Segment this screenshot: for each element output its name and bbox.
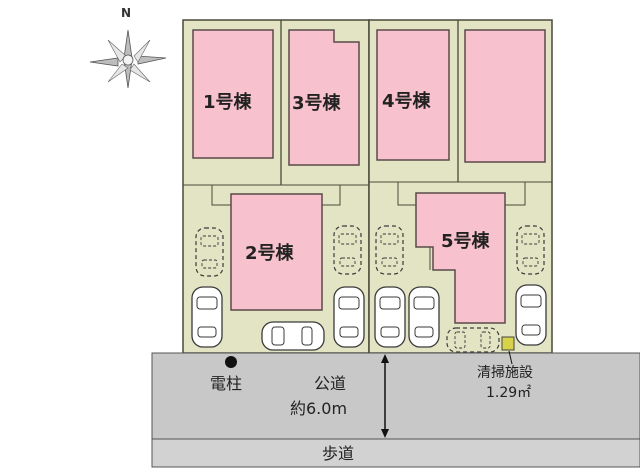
house-4-label: 4号棟 [382, 90, 432, 112]
house-2-footprint [230, 193, 323, 311]
north-label: N [121, 6, 131, 20]
house-2-label: 2号棟 [245, 242, 295, 264]
road-width-dimension [381, 354, 389, 438]
houses [192, 29, 546, 324]
utility-pole-icon [225, 356, 237, 368]
car-icon [374, 286, 406, 348]
trash-station-label: 清掃施設 [477, 364, 533, 381]
sidewalk [151, 438, 640, 468]
road-name-label: 公道 [314, 374, 346, 393]
trash-station-marker [501, 336, 515, 351]
road-width-label: 約6.0m [290, 399, 347, 418]
car-icon [191, 286, 223, 348]
house-5-footprint [415, 192, 506, 324]
trash-station-area: 1.29㎡ [486, 385, 531, 401]
car-outline-icon [333, 225, 362, 275]
trash-station-leader [508, 350, 513, 365]
public-road [151, 352, 640, 440]
house-3-label: 3号棟 [292, 92, 342, 114]
house-4-footprint [376, 29, 450, 161]
house-5-label: 5号棟 [441, 230, 491, 252]
car-icon [333, 286, 365, 348]
sidewalk-label: 歩道 [322, 444, 354, 463]
car-icon [408, 286, 440, 348]
compass: N [89, 6, 167, 89]
car-outline-icon [516, 225, 545, 275]
house-unnumbered-footprint [464, 29, 546, 163]
car-icon [515, 284, 547, 346]
compass-rose-icon [89, 29, 167, 89]
house-1-label: 1号棟 [203, 91, 253, 113]
car-outline-icon [195, 227, 224, 277]
house-3-footprint [288, 29, 360, 166]
house-1-footprint [192, 29, 274, 159]
utility-pole-label: 電柱 [210, 374, 242, 393]
car-icon [261, 321, 325, 351]
car-outline-icon [446, 327, 500, 353]
car-outline-icon [375, 225, 404, 275]
